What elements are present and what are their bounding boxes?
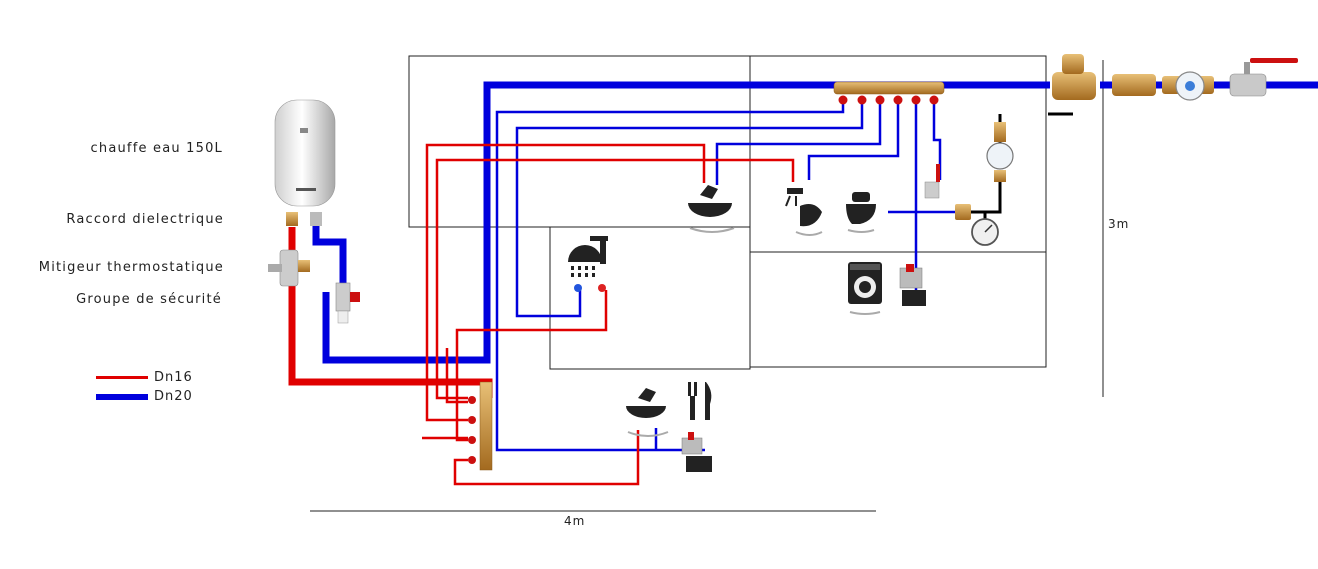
thermostatic-mixer-icon (268, 249, 310, 287)
second-meter-icon (986, 122, 1014, 182)
kitchen-sink-icon (626, 388, 669, 437)
label-mixer: Mitigeur thermostatique (38, 260, 224, 275)
washer-valve-icon (899, 264, 926, 306)
pressure-reducer-icon (1052, 54, 1096, 100)
label-water-heater: chauffe eau 150L (90, 141, 223, 156)
hot-collector-icon (468, 381, 493, 471)
legend-label-dn16: Dn16 (154, 370, 193, 385)
cold-branch-pipes (495, 100, 965, 452)
legend-item-dn20: Dn20 (96, 389, 193, 404)
check-valve-icon (1112, 74, 1156, 96)
water-heater-icon (274, 99, 336, 207)
kitchen-valve-icon (681, 432, 712, 472)
legend-swatch-dn16 (96, 376, 148, 379)
cold-collector-icon (833, 81, 945, 105)
dielectric-fitting-icon (286, 212, 322, 226)
legend-label-dn20: Dn20 (154, 389, 193, 404)
room-laundry (749, 251, 1047, 368)
dimension-width-label: 4m (564, 514, 586, 528)
drain-valve-icon (924, 164, 971, 220)
hot-pipes (422, 143, 795, 486)
label-dielectric: Raccord dielectrique (66, 212, 224, 227)
safety-group-icon (335, 282, 360, 324)
supply-pipes (965, 112, 1073, 225)
legend-item-dn16: Dn16 (96, 370, 193, 385)
shower-icon (568, 236, 608, 292)
washing-machine-icon (848, 262, 882, 315)
pressure-gauge-icon (971, 218, 999, 246)
ball-valve-icon (1229, 58, 1298, 97)
hand-wash-icon (785, 188, 823, 236)
toilet-icon (846, 192, 876, 233)
legend-swatch-dn20 (96, 393, 148, 400)
cold-main-pipe (312, 81, 1318, 364)
hot-main-pipe (288, 227, 493, 398)
dimension-height-label: 3m (1108, 217, 1130, 231)
water-meter-icon (1162, 71, 1214, 101)
cutlery-icon (688, 382, 712, 420)
label-safety-group: Groupe de sécurité (76, 292, 222, 307)
room-outlines (310, 55, 1104, 512)
sink-icon (688, 185, 735, 233)
